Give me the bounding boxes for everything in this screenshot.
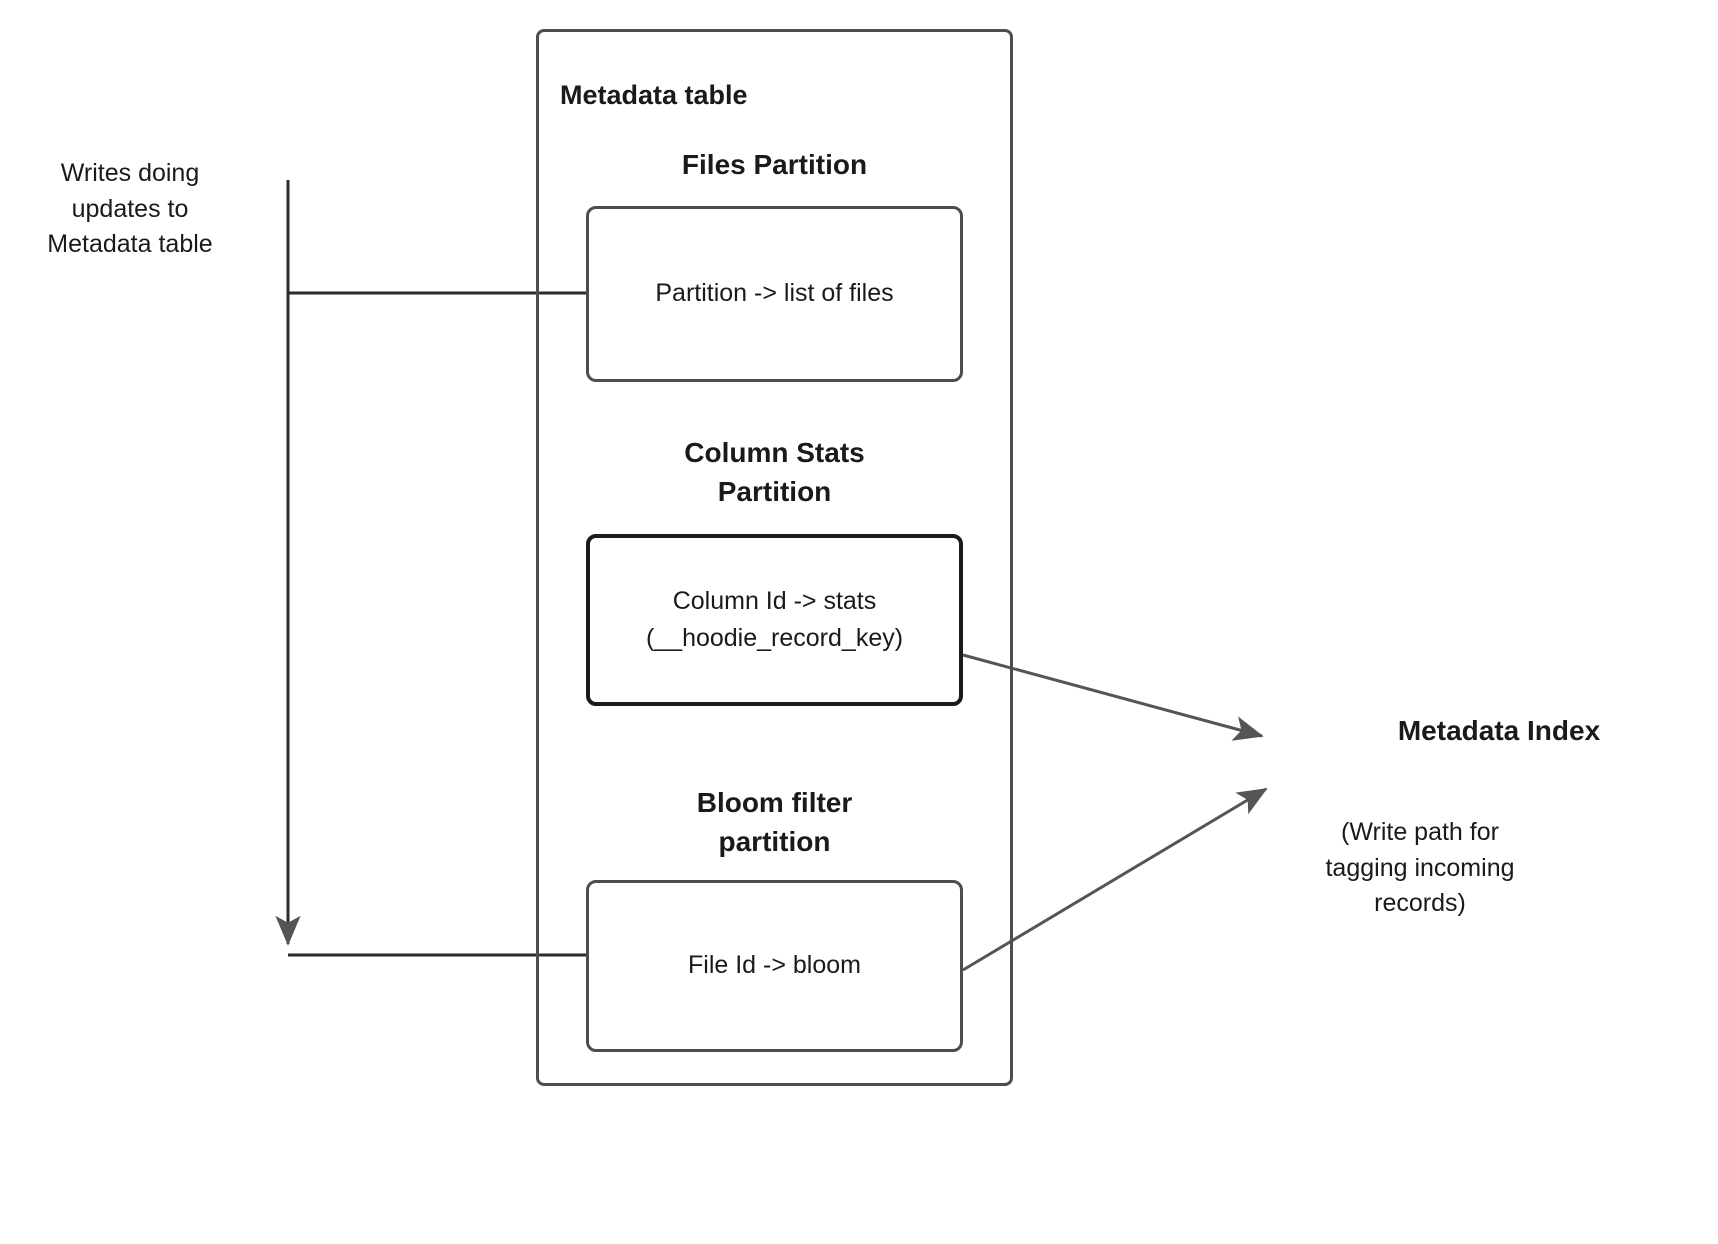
column-stats-partition-heading: Column Stats Partition [684, 437, 865, 507]
metadata-table-container [536, 29, 1013, 1086]
metadata-index-title: Metadata Index [1397, 715, 1601, 746]
column-stats-partition-box-text: Column Id -> stats (__hoodie_record_key) [645, 586, 904, 653]
column-stats-partition-box: Column Id -> stats (__hoodie_record_key) [586, 534, 963, 706]
writes-source-label: Writes doing updates to Metadata table [47, 159, 213, 258]
metadata-table-title: Metadata table [560, 80, 748, 110]
bloom-filter-partition-heading: Bloom filter partition [696, 787, 853, 857]
bloom-filter-partition-box: File Id -> bloom [586, 880, 963, 1052]
metadata-index-caption: (Write path for tagging incoming records… [1325, 818, 1515, 917]
bloom-filter-partition-box-text: File Id -> bloom [688, 951, 861, 980]
files-partition-box: Partition -> list of files [586, 206, 963, 382]
files-partition-box-text: Partition -> list of files [655, 279, 894, 308]
files-partition-heading: Files Partition [681, 149, 868, 180]
